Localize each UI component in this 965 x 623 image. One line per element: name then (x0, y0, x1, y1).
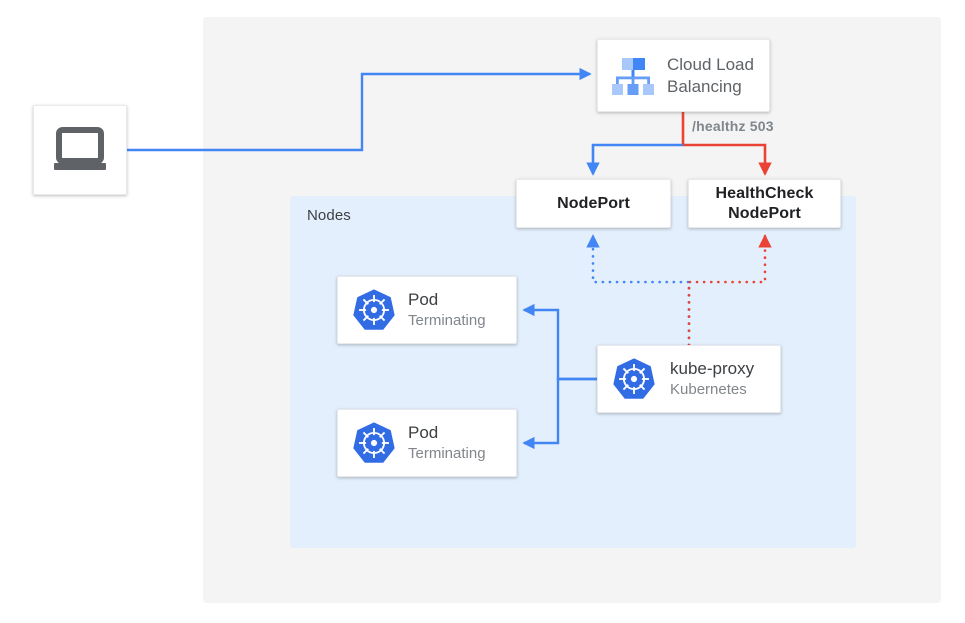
client-node[interactable] (33, 105, 127, 195)
kube-proxy-title: kube-proxy (670, 359, 755, 379)
nodeport-node[interactable]: NodePort (516, 179, 671, 228)
pod-node-1[interactable]: Pod Terminating (337, 276, 517, 344)
cloud-load-balancing-label-line2: Balancing (667, 76, 742, 96)
pod-2-labels: Pod Terminating (408, 422, 486, 464)
pod-1-title: Pod (408, 290, 439, 310)
laptop-icon (54, 127, 106, 170)
pod-1-subtitle: Terminating (408, 312, 486, 330)
cloud-load-balancing-labels: Cloud Load Balancing (667, 54, 754, 98)
kube-proxy-labels: kube-proxy Kubernetes (670, 358, 754, 400)
kubernetes-icon (353, 422, 395, 463)
nodeport-label: NodePort (557, 194, 630, 212)
kube-proxy-node[interactable]: kube-proxy Kubernetes (597, 345, 781, 413)
pod-node-2[interactable]: Pod Terminating (337, 409, 517, 477)
healthcheck-nodeport-labels: HealthCheck NodePort (715, 184, 813, 224)
healthz-edge-label: /healthz 503 (692, 118, 774, 134)
cloud-load-balancing-node[interactable]: Cloud Load Balancing (597, 39, 770, 112)
cloud-load-balancing-label-line1: Cloud Load (667, 54, 754, 74)
nodes-region-label: Nodes (307, 207, 351, 224)
pod-2-title: Pod (408, 423, 439, 443)
pod-1-labels: Pod Terminating (408, 289, 486, 331)
kube-proxy-subtitle: Kubernetes (670, 381, 747, 399)
healthcheck-nodeport-label-line1: HealthCheck (715, 184, 814, 202)
kubernetes-icon (613, 358, 655, 399)
pod-2-subtitle: Terminating (408, 445, 486, 463)
kubernetes-icon (353, 289, 395, 330)
healthcheck-nodeport-label-line2: NodePort (728, 204, 801, 222)
cloud-load-balancing-icon (612, 57, 654, 95)
healthcheck-nodeport-node[interactable]: HealthCheck NodePort (688, 179, 841, 228)
